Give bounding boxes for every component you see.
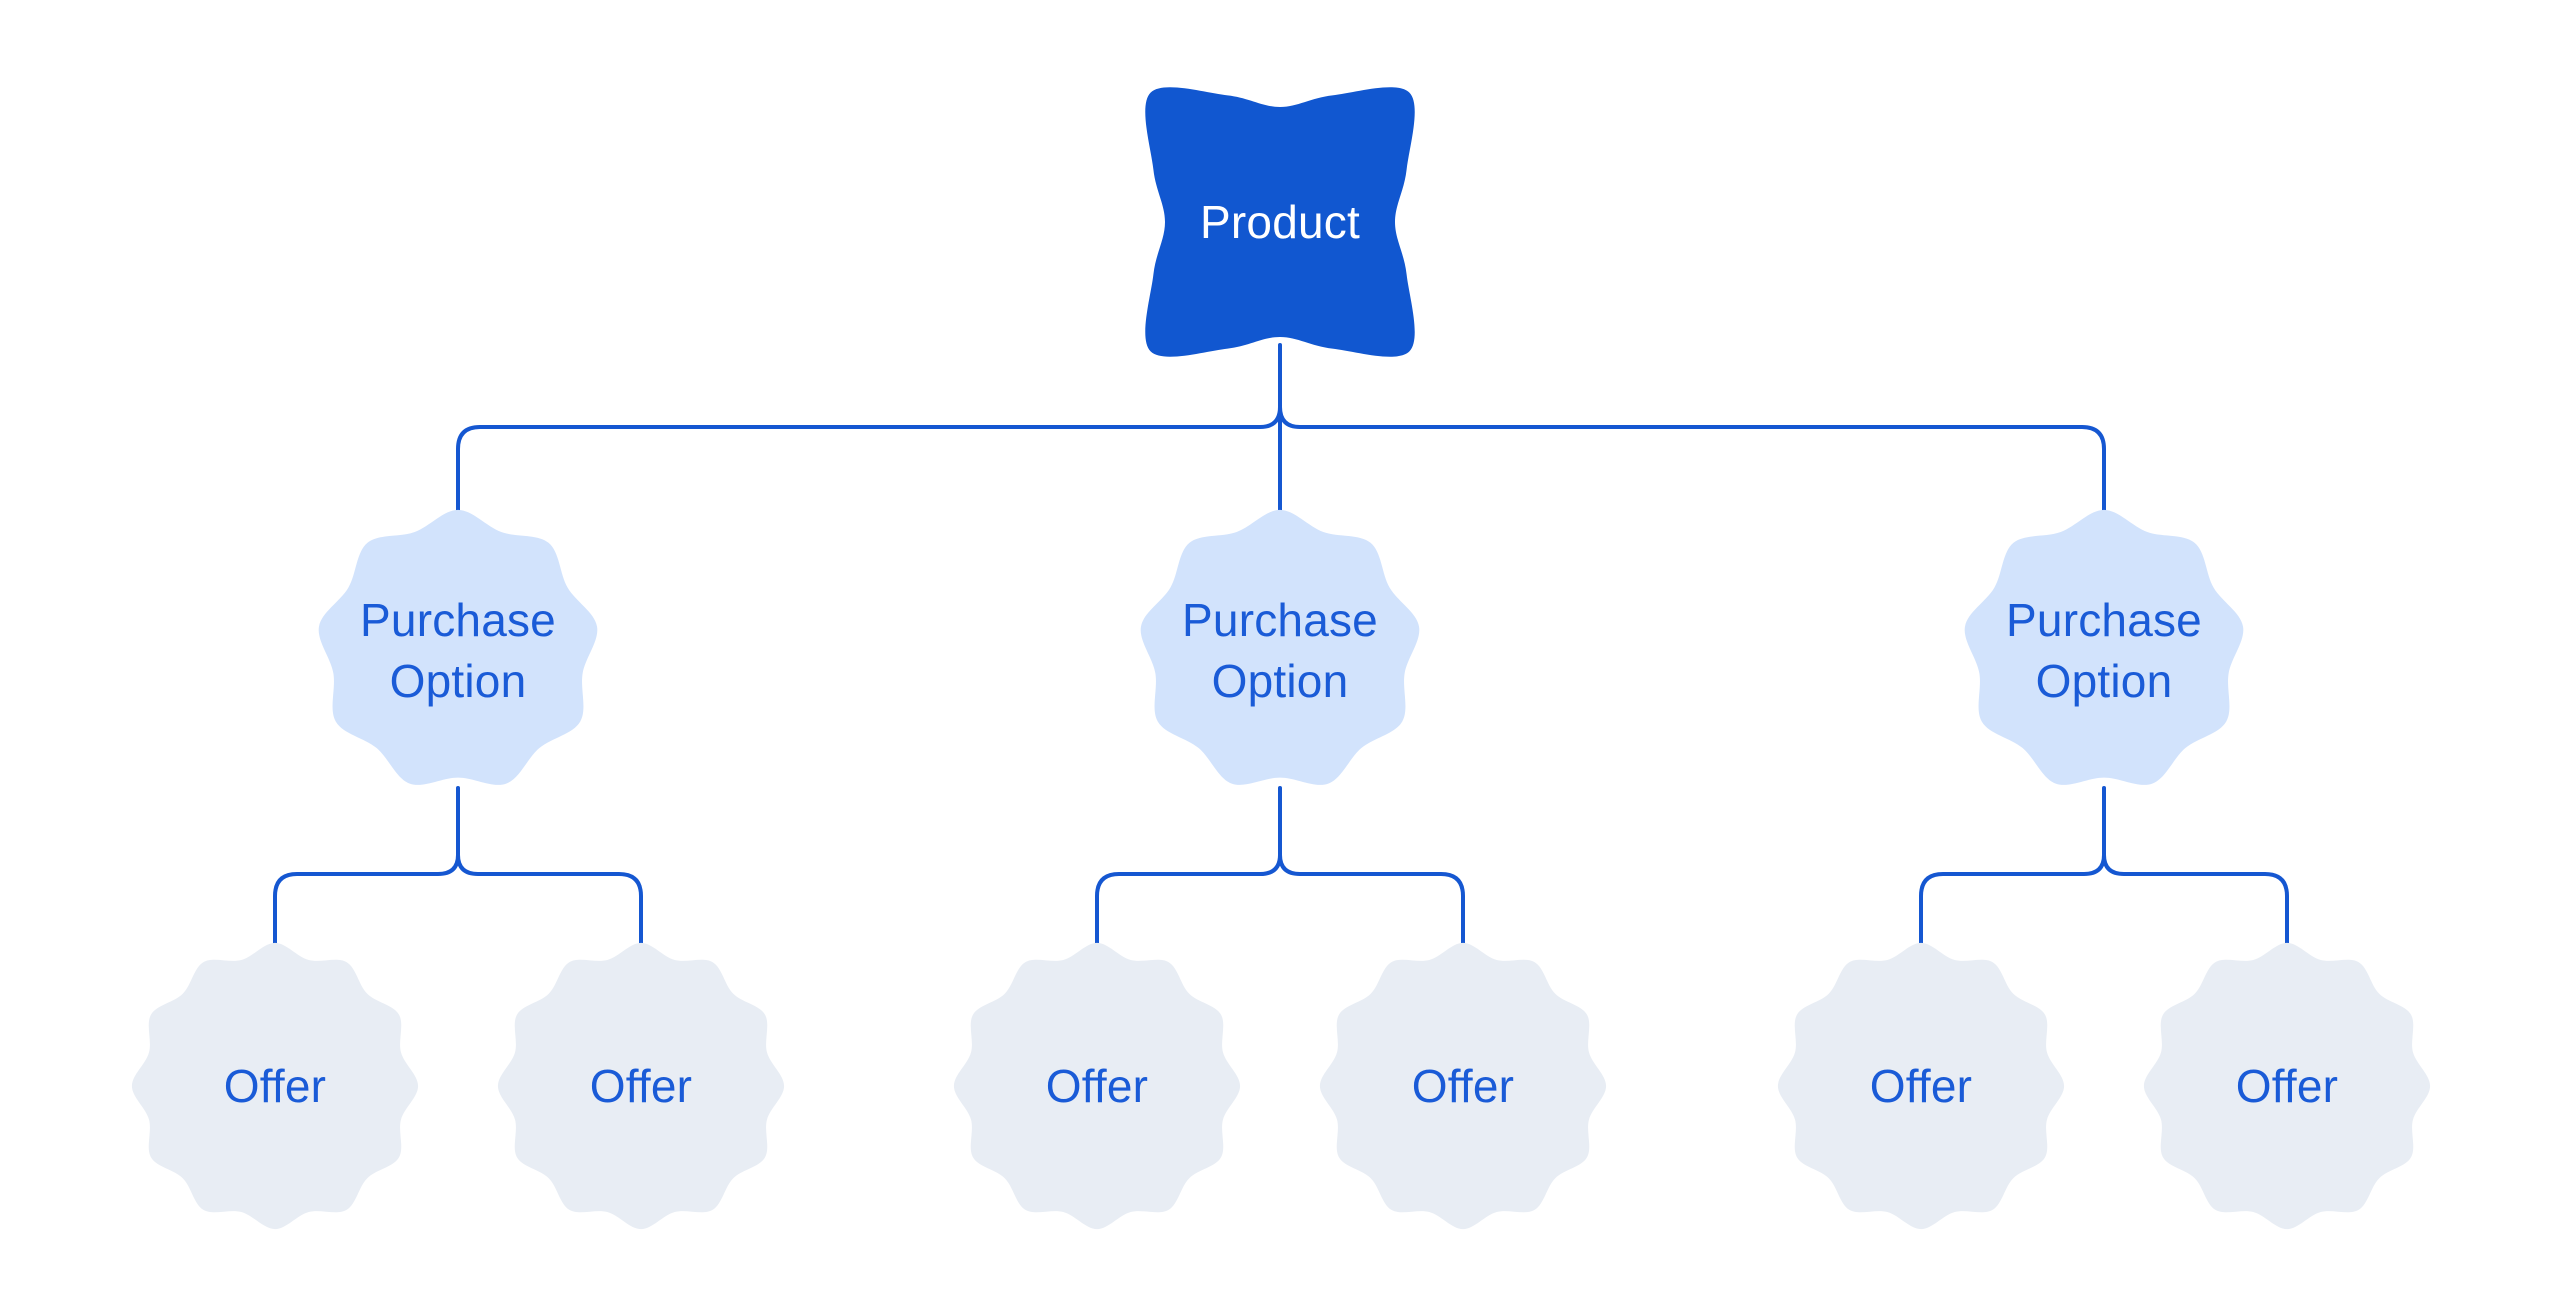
offer-5-shape [1777, 942, 2065, 1230]
offer-4-node: Offer [1317, 940, 1609, 1232]
offer-4-label: Offer [1411, 1059, 1515, 1112]
connector-line [273, 853, 460, 947]
offer-6-label: Offer [2235, 1059, 2339, 1112]
purchase-option-2-shape [1140, 509, 1420, 785]
offer-3-node: Offer [951, 940, 1243, 1232]
offer-1-shape [131, 942, 419, 1230]
product-shape [1145, 87, 1415, 357]
offer-2-shape [497, 942, 785, 1230]
offer-6-node: Offer [2141, 940, 2433, 1232]
purchase-option-3-shape [1964, 509, 2244, 785]
connector-line [1278, 853, 1465, 947]
purchase-option-3-label-line: Purchase [2006, 594, 2202, 646]
product-node: Product [1145, 87, 1415, 357]
connector-line [456, 405, 1282, 515]
purchase-option-2-label-line: Option [1211, 655, 1349, 707]
offer-2-label: Offer [589, 1059, 693, 1112]
offer-2-node: Offer [495, 940, 787, 1232]
offer-5-label: Offer [1869, 1059, 1973, 1112]
connector-line [456, 853, 643, 947]
offer-1-node: Offer [129, 940, 421, 1232]
connector-line [1278, 405, 2106, 515]
offer-6-shape [2143, 942, 2431, 1230]
connector-line [2102, 853, 2289, 947]
offer-1-label: Offer [223, 1059, 327, 1112]
product-label: Product [1200, 195, 1360, 248]
offer-3-shape [953, 942, 1241, 1230]
purchase-option-3-label-line: Option [2035, 655, 2173, 707]
connector-line [1095, 853, 1282, 947]
purchase-option-1-label-line: Purchase [360, 594, 556, 646]
offer-4-shape [1319, 942, 1607, 1230]
connector-line [1919, 853, 2106, 947]
offer-5-node: Offer [1775, 940, 2067, 1232]
purchase-option-2-label-line: Purchase [1182, 594, 1378, 646]
purchase-option-1-shape [318, 509, 598, 785]
purchase-option-1-label-line: Option [389, 655, 527, 707]
offer-3-label: Offer [1045, 1059, 1149, 1112]
